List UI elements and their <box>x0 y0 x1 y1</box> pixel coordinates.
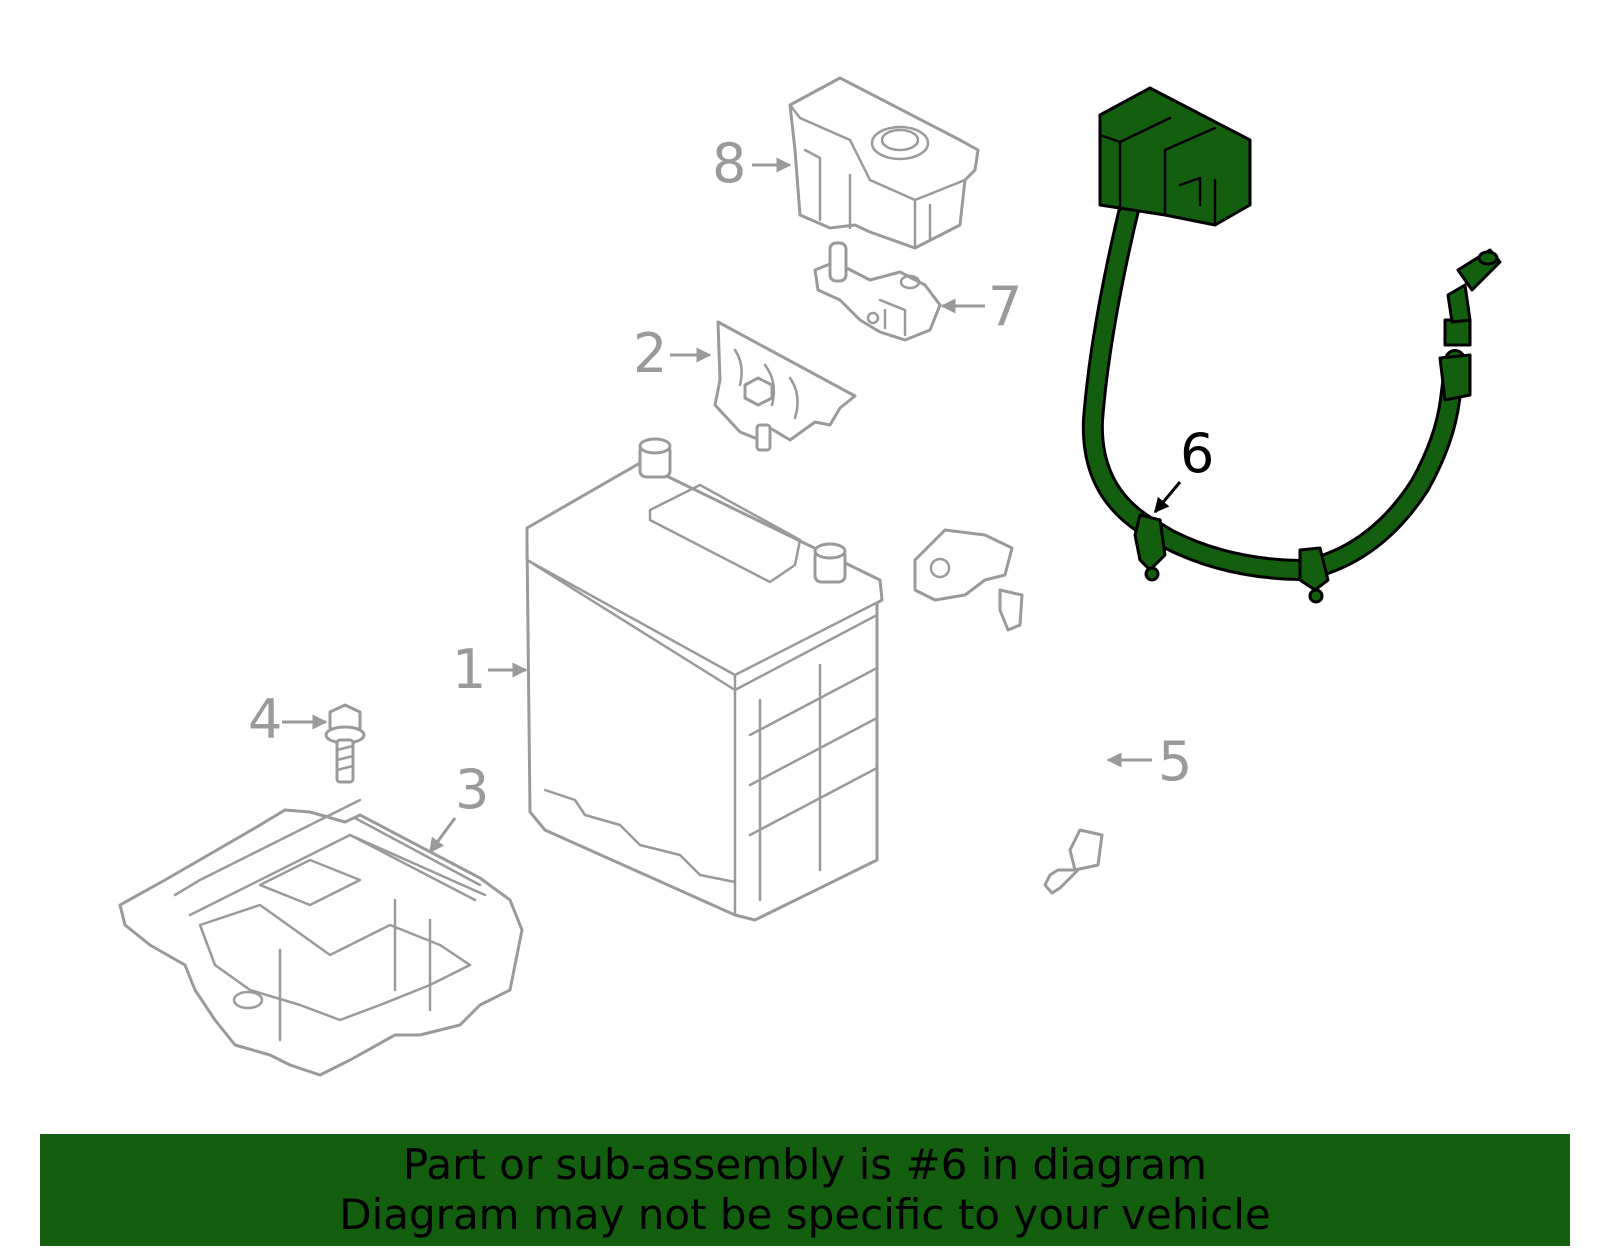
part-1-battery[interactable] <box>525 437 884 922</box>
callout-8: 8 <box>712 132 792 195</box>
callout-6: 6 <box>1153 422 1214 514</box>
callout-1: 1 <box>452 638 528 701</box>
info-banner: Part or sub-assembly is #6 in diagram Di… <box>40 1134 1570 1246</box>
banner-line-part-number: Part or sub-assembly is #6 in diagram <box>402 1140 1208 1189</box>
callout-7: 7 <box>940 275 1022 338</box>
callout-4: 4 <box>248 688 328 751</box>
callout-number-8: 8 <box>712 132 746 195</box>
callout-number-6: 6 <box>1180 422 1214 485</box>
callout-number-7: 7 <box>988 275 1022 338</box>
callout-number-4: 4 <box>248 688 282 751</box>
part-5-cable[interactable] <box>913 528 1104 895</box>
callout-number-1: 1 <box>452 638 486 701</box>
callout-number-3: 3 <box>455 758 489 821</box>
callout-number-5: 5 <box>1158 730 1192 793</box>
part-4-bolt[interactable] <box>324 703 366 784</box>
banner-line-disclaimer: Diagram may not be specific to your vehi… <box>339 1190 1271 1239</box>
part-8-terminal-cover[interactable] <box>788 76 980 250</box>
part-3-battery-tray[interactable] <box>118 798 524 1077</box>
callout-2: 2 <box>633 322 712 385</box>
callout-number-2: 2 <box>633 322 667 385</box>
part-2-hold-down-bracket[interactable] <box>713 320 857 452</box>
part-6-battery-cable-highlighted[interactable] <box>1081 86 1502 604</box>
callout-5: 5 <box>1106 730 1192 793</box>
callout-3: 3 <box>428 758 489 854</box>
part-7-terminal-clamp[interactable] <box>813 241 942 342</box>
